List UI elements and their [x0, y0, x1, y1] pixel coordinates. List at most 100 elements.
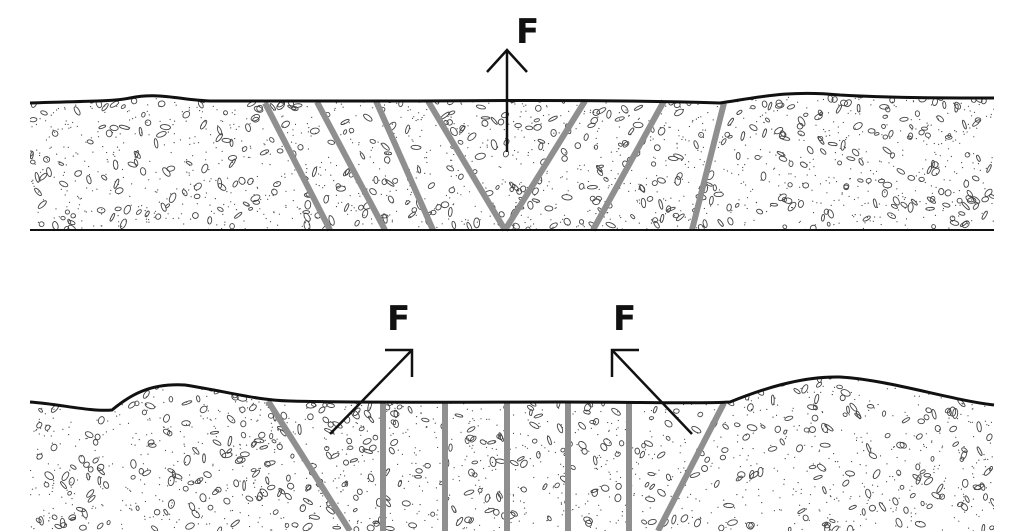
soil-dot — [792, 494, 794, 496]
soil-dot — [532, 522, 534, 524]
soil-pebble — [73, 106, 81, 116]
soil-dot — [599, 485, 601, 488]
soil-dot — [630, 134, 632, 136]
soil-dot — [766, 210, 768, 213]
soil-dot — [524, 89, 525, 90]
soil-dot — [230, 201, 232, 203]
soil-dot — [963, 496, 965, 498]
soil-pebble — [671, 514, 677, 525]
soil-dot — [135, 116, 137, 118]
soil-pebble — [840, 99, 848, 107]
soil-pebble — [584, 403, 592, 412]
soil-dot — [742, 447, 744, 450]
soil-pebble — [983, 467, 992, 476]
soil-dot — [513, 414, 515, 416]
soil-dot — [265, 217, 267, 220]
soil-dot — [954, 103, 956, 105]
soil-dot — [324, 169, 327, 171]
soil-pebble — [641, 442, 646, 449]
soil-dot — [755, 99, 757, 101]
soil-dot — [608, 96, 610, 98]
soil-pebble — [647, 518, 657, 526]
soil-dot — [873, 407, 875, 409]
soil-dot — [363, 425, 365, 427]
soil-dot — [595, 198, 597, 200]
soil-dot — [738, 174, 740, 176]
soil-dot — [223, 113, 225, 115]
soil-pebble — [909, 492, 916, 499]
soil-dot — [450, 175, 452, 177]
soil-dot — [269, 164, 271, 166]
soil-dot — [395, 210, 398, 212]
soil-dot — [312, 427, 314, 429]
soil-dot — [360, 434, 362, 436]
soil-pebble — [123, 204, 131, 215]
soil-dot — [739, 424, 741, 426]
soil-dot — [776, 470, 779, 472]
soil-pebble — [622, 141, 630, 148]
soil-pebble — [680, 514, 689, 523]
soil-dot — [758, 495, 760, 497]
soil-dot — [102, 434, 104, 436]
soil-dot — [253, 482, 255, 484]
soil-dot — [837, 521, 839, 523]
soil-pebble — [447, 206, 453, 218]
soil-dot — [87, 466, 89, 468]
soil-dot — [986, 375, 987, 376]
soil-dot — [641, 495, 643, 497]
soil-pebble — [906, 135, 913, 140]
soil-dot — [530, 116, 532, 118]
soil-dot — [372, 458, 374, 460]
soil-dot — [638, 392, 640, 394]
soil-dot — [410, 191, 413, 193]
soil-dot — [480, 211, 482, 213]
soil-dot — [781, 104, 783, 106]
soil-dot — [227, 206, 229, 208]
soil-dot — [232, 527, 234, 529]
soil-dot — [967, 376, 969, 378]
soil-dot — [57, 107, 60, 110]
soil-pebble — [227, 435, 233, 447]
soil-dot — [62, 88, 63, 89]
soil-pebble — [369, 188, 377, 196]
soil-pebble — [217, 183, 227, 191]
soil-dot — [181, 111, 183, 113]
soil-pebble — [67, 224, 77, 230]
soil-pebble — [961, 201, 970, 211]
soil-dot — [750, 465, 752, 467]
soil-dot — [772, 416, 774, 418]
soil-dot — [205, 128, 207, 130]
soil-dot — [255, 380, 257, 382]
soil-pebble — [191, 509, 200, 519]
soil-pebble — [324, 445, 330, 452]
soil-dot — [672, 377, 674, 379]
soil-dot — [119, 133, 121, 135]
soil-dot — [147, 104, 149, 106]
soil-dot — [872, 492, 874, 494]
soil-dot — [574, 432, 577, 434]
soil-dot — [617, 93, 619, 94]
soil-dot — [818, 117, 820, 119]
soil-dot — [643, 411, 646, 413]
soil-dot — [927, 124, 929, 126]
soil-pebble — [877, 178, 886, 184]
soil-pebble — [446, 119, 453, 126]
soil-dot — [113, 167, 115, 170]
soil-pebble — [51, 514, 58, 521]
soil-dot — [962, 403, 964, 405]
soil-pebble — [256, 491, 263, 501]
soil-dot — [901, 93, 903, 96]
soil-pebble — [848, 504, 857, 510]
soil-dot — [610, 151, 613, 153]
soil-dot — [583, 164, 586, 166]
soil-dot — [50, 114, 52, 116]
soil-dot — [173, 526, 175, 529]
soil-dot — [84, 94, 87, 96]
soil-dot — [859, 525, 862, 527]
soil-dot — [457, 389, 459, 391]
soil-dot — [81, 220, 83, 222]
soil-dot — [325, 438, 327, 440]
soil-pebble — [510, 510, 518, 517]
soil-dot — [130, 490, 132, 492]
soil-pebble — [305, 484, 312, 491]
